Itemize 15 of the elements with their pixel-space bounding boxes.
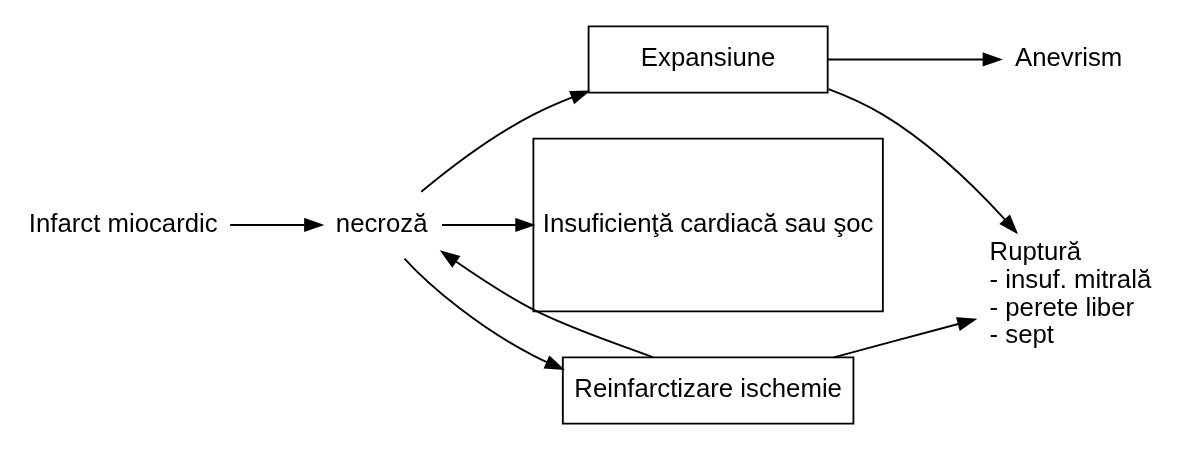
arrow	[826, 52, 1003, 67]
arrow	[827, 88, 1019, 235]
arrow	[403, 257, 565, 371]
node-text: Ruptură - insuf. mitrală - perete liber - sept	[989, 237, 1152, 349]
node-box: Insuficienţă cardiacă sau şoc	[532, 137, 884, 313]
arrow	[832, 317, 978, 359]
arrow	[420, 90, 591, 193]
arrow	[229, 217, 325, 233]
arrow	[441, 217, 536, 233]
node-box: Reinfarctizare ischemie	[561, 356, 855, 425]
arrow	[439, 250, 655, 359]
node-text: Infarct miocardic	[28, 208, 218, 237]
node-text: necroză	[335, 208, 428, 237]
node-box: Expansiune	[587, 25, 829, 94]
node-text: Anevrism	[1014, 43, 1123, 72]
